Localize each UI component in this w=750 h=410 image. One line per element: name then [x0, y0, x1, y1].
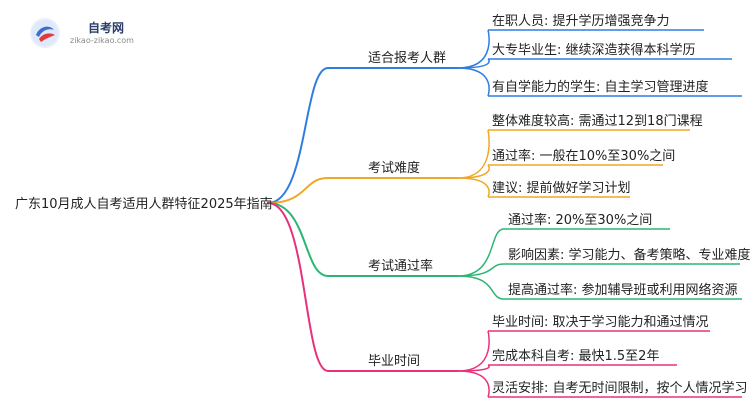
- child-topic-2-2: 通过率: 一般在10%至30%之间: [492, 148, 675, 164]
- child-link-4-3: [457, 370, 490, 398]
- branch-link-2: [267, 177, 329, 204]
- child-link-1-1: [457, 29, 490, 69]
- child-topic-1-1: 在职人员: 提升学历增强竞争力: [492, 13, 670, 29]
- child-link-3-1: [457, 228, 505, 277]
- mindmap-nodes: 广东10月成人自考适用人群特征2025年指南 适合报考人群 在职人员: 提升学历增…: [15, 13, 750, 396]
- child-topic-1-2: 大专毕业生: 继续深造获得本科学历: [492, 42, 696, 58]
- child-topic-3-3: 提高通过率: 参加辅导班或利用网络资源: [508, 282, 738, 298]
- child-topic-4-3: 灵活安排: 自考无时间限制，按个人情况学习: [492, 380, 748, 396]
- child-link-1-2: [457, 58, 490, 69]
- logo-title: 自考网: [88, 21, 125, 35]
- child-link-1-3: [457, 67, 490, 97]
- child-link-2-1: [457, 129, 490, 179]
- child-link-4-1: [457, 330, 490, 372]
- root-topic: 广东10月成人自考适用人群特征2025年指南: [15, 196, 273, 212]
- branch-topic-4: 毕业时间: [368, 354, 420, 369]
- branch-topic-3: 考试通过率: [368, 258, 433, 274]
- mindmap-links: [267, 29, 742, 398]
- branch-topic-2: 考试难度: [368, 160, 420, 176]
- child-link-3-2: [457, 263, 505, 277]
- child-topic-4-1: 毕业时间: 取决于学习能力和通过情况: [492, 314, 709, 330]
- child-link-2-2: [457, 164, 490, 179]
- logo-url: zikao-zikao.com: [70, 36, 134, 45]
- child-topic-3-1: 通过率: 20%至30%之间: [508, 212, 652, 228]
- branch-link-4: [267, 202, 329, 372]
- child-topic-1-3: 有自学能力的学生: 自主学习管理进度: [492, 79, 709, 95]
- child-topic-4-2: 完成本科自考: 最快1.5至2年: [492, 349, 659, 364]
- child-topic-2-3: 建议: 提前做好学习计划: [492, 180, 631, 196]
- branch-link-3: [267, 202, 329, 277]
- branch-topic-1: 适合报考人群: [368, 51, 446, 66]
- logo-mark-icon: [30, 18, 60, 48]
- child-topic-2-1: 整体难度较高: 需通过12到18门课程: [492, 113, 703, 129]
- child-topic-3-2: 影响因素: 学习能力、备考策略、专业难度: [508, 247, 750, 263]
- child-link-2-3: [457, 177, 490, 198]
- child-link-3-3: [457, 275, 505, 300]
- site-logo: 自考网 zikao-zikao.com: [30, 14, 180, 54]
- branch-link-1: [267, 67, 329, 204]
